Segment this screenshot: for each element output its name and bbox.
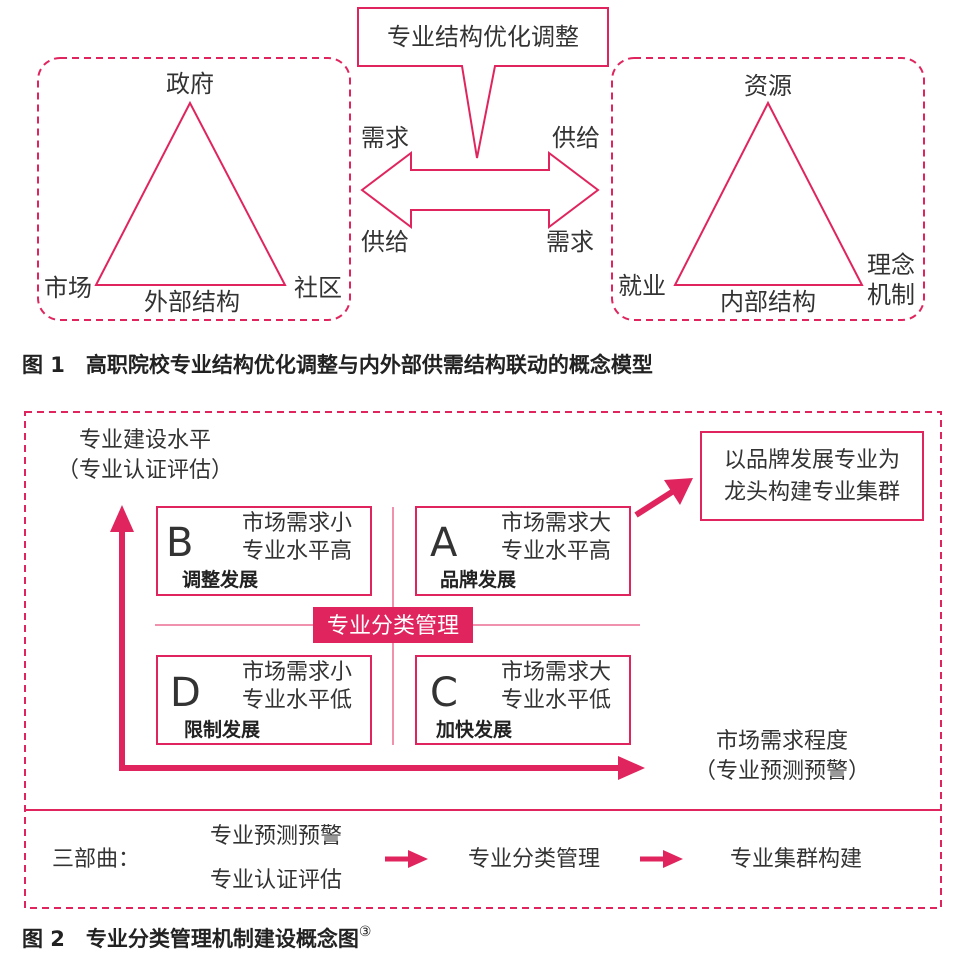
- external-structure-box: [37, 57, 351, 321]
- quadrant-d-action: 限制发展: [184, 718, 260, 741]
- quadrant-a: A 市场需求大 专业水平高 品牌发展: [415, 506, 631, 596]
- quadrant-c-box: [415, 655, 631, 745]
- quadrant-a-line1: 市场需求大: [501, 511, 611, 536]
- arrow-label-bottom-left: 供给: [361, 228, 409, 256]
- step1-line2: 专业认证评估: [210, 868, 342, 893]
- quadrant-a-action: 品牌发展: [440, 568, 516, 591]
- external-triangle: [94, 100, 287, 286]
- quadrant-d-letter: D: [170, 670, 201, 716]
- cluster-target-line2: 龙头构建专业集群: [724, 480, 900, 505]
- vertex-label-employment: 就业: [618, 272, 666, 300]
- arrow-label-top-left: 需求: [361, 124, 409, 152]
- quadrant-c-line1: 市场需求大: [501, 660, 611, 685]
- vertex-label-resources: 资源: [744, 72, 792, 100]
- x-axis-sublabel: （专业预测预警）: [694, 759, 870, 784]
- external-structure-label: 外部结构: [144, 288, 240, 316]
- x-axis-label: 市场需求程度: [716, 729, 848, 754]
- center-label: 专业分类管理: [327, 614, 459, 639]
- quadrant-c-letter: C: [430, 670, 458, 716]
- y-axis-arrowhead: [110, 505, 134, 532]
- x-axis-arrowhead: [618, 756, 645, 780]
- arrow-label-top-right: 供给: [552, 124, 600, 152]
- quadrant-a-letter: A: [430, 520, 458, 566]
- internal-triangle: [673, 100, 864, 286]
- vertex-label-community: 社区: [294, 274, 342, 302]
- vertex-label-market: 市场: [44, 274, 92, 302]
- y-axis-label: 专业建设水平: [79, 428, 211, 453]
- quadrant-b-action: 调整发展: [182, 568, 258, 591]
- center-label-box: [313, 607, 473, 643]
- quadrant-c: C 市场需求大 专业水平低 加快发展: [415, 655, 631, 745]
- quadrant-a-line2: 专业水平高: [501, 539, 611, 564]
- quadrant-a-box: [415, 506, 631, 596]
- vertex-label-concept: 理念: [867, 251, 915, 279]
- brand-cluster-arrowhead: [664, 478, 693, 505]
- figure-2-caption-text: 图 2 专业分类管理机制建设概念图: [22, 927, 359, 951]
- quadrant-d-line1: 市场需求小: [242, 660, 352, 685]
- cluster-target-line1: 以品牌发展专业为: [724, 448, 900, 473]
- figure-2-caption: 图 2 专业分类管理机制建设概念图③: [22, 924, 371, 951]
- quadrant-b: B 市场需求小 专业水平高 调整发展: [156, 506, 372, 596]
- y-axis-sublabel: （专业认证评估）: [57, 458, 233, 483]
- step3-label: 专业集群构建: [730, 847, 862, 872]
- quadrant-c-action: 加快发展: [435, 718, 512, 741]
- quadrant-c-line2: 专业水平低: [501, 688, 611, 713]
- quadrant-b-line1: 市场需求小: [242, 511, 352, 536]
- step2-label: 专业分类管理: [468, 847, 600, 872]
- quadrant-b-line2: 专业水平高: [242, 539, 352, 564]
- quadrant-d-box: [156, 655, 372, 745]
- brand-cluster-arrow-line: [634, 489, 674, 518]
- figure-1: 专业结构优化调整 需求 供给 供给 需求 政府 市场 社区 外部结构 资源 就业…: [37, 7, 925, 321]
- callout-label: 专业结构优化调整: [387, 23, 579, 51]
- cluster-target-box: [700, 431, 924, 521]
- step1-line1: 专业预测预警: [210, 824, 342, 849]
- figure-1-caption: 图 1 高职院校专业结构优化调整与内外部供需结构联动的概念模型: [22, 353, 653, 377]
- vertex-label-government: 政府: [166, 70, 214, 98]
- figure-2-frame: [24, 411, 942, 909]
- vertex-label-mechanism: 机制: [867, 281, 915, 309]
- quadrant-d: D 市场需求小 专业水平低 限制发展: [156, 655, 372, 745]
- internal-structure-box: [611, 57, 925, 321]
- figure-2-caption-footnote: ③: [359, 924, 372, 940]
- figure-2: 专业建设水平 （专业认证评估） 市场需求程度 （专业预测预警） 专业分类管理 B…: [24, 411, 942, 909]
- callout-box: [357, 7, 609, 159]
- step-arrow-1-head: [408, 850, 428, 868]
- quadrant-d-line2: 专业水平低: [242, 688, 352, 713]
- arrow-label-bottom-right: 需求: [546, 228, 594, 256]
- step-arrow-2-head: [663, 850, 683, 868]
- steps-label: 三部曲：: [52, 847, 140, 872]
- internal-structure-label: 内部结构: [720, 288, 816, 316]
- quadrant-b-box: [156, 506, 372, 596]
- quadrant-b-letter: B: [166, 520, 193, 566]
- supply-demand-double-arrow: [360, 150, 600, 230]
